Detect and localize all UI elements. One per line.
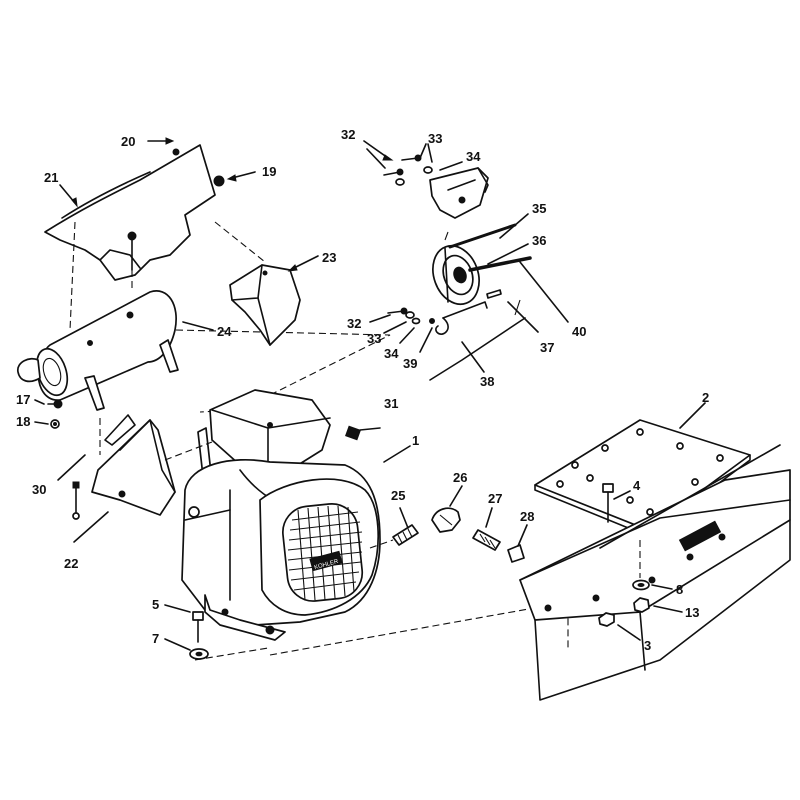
callout-2: 2 [702,390,709,405]
callout-40: 40 [572,324,586,339]
screw-17 [47,399,63,409]
bolt-5 [192,611,204,643]
belt-guide-bracket [429,167,489,219]
callout-23: 23 [322,250,336,265]
coupling-28 [507,544,525,563]
spring-rod-38 [435,301,488,335]
callout-28: 28 [520,509,534,524]
callout-7: 7 [152,631,159,646]
leader-37-line [514,299,521,316]
callout-35: 35 [532,201,546,216]
nipple-27 [472,529,501,551]
belt-40 [444,223,532,272]
bolt-22 [72,481,80,520]
callout-3: 3 [644,638,651,653]
nut-3 [598,612,615,627]
elbow-26 [431,507,461,533]
callout-34-top: 34 [466,149,481,164]
leader-fuel-dash [369,539,394,549]
callout-leaders [34,137,706,651]
leader-shield-23-dash [214,221,266,263]
pulley [432,244,480,306]
callout-1: 1 [412,433,419,448]
callout-18: 18 [16,414,30,429]
callout-labels: 20 19 21 23 24 31 1 17 18 30 22 5 7 25 2… [16,127,709,653]
engine-grill [282,503,364,602]
callout-25: 25 [391,488,405,503]
callout-24: 24 [217,324,232,339]
callout-22: 22 [64,556,78,571]
nut-13 [633,597,650,613]
muffler [17,290,179,411]
leader-washer-7-dash [194,647,269,661]
callout-5: 5 [152,597,159,612]
bolt-4 [602,483,614,523]
callout-32-lower: 32 [347,316,361,331]
callout-31: 31 [384,396,398,411]
key-37 [486,289,502,299]
frame-rails [519,444,791,701]
callout-21: 21 [44,170,58,185]
brand-plate [309,550,343,572]
callout-33-lower: 33 [367,331,381,346]
callout-33-top: 33 [428,131,442,146]
leader-engine-left-dash [164,441,213,461]
callout-13: 13 [685,605,699,620]
nipple-25 [392,524,419,546]
shroud-23 [229,264,301,346]
callout-37: 37 [540,340,554,355]
callout-30: 30 [32,482,46,497]
leader-21-dash [69,221,76,331]
hardware-32-33-top [383,154,433,186]
callout-8: 8 [676,582,683,597]
fitting-31 [345,425,361,441]
callout-19: 19 [262,164,276,179]
callout-26: 26 [453,470,467,485]
engine [181,389,381,641]
heat-shield [44,144,225,281]
mounting-plate [534,419,751,537]
callout-32-top: 32 [341,127,355,142]
callout-38: 38 [480,374,494,389]
bracket-22 [91,414,176,516]
hardware-32-33-34-39-lower [387,307,435,325]
washer-8 [632,579,650,591]
callout-36: 36 [532,233,546,248]
callout-27: 27 [488,491,502,506]
callout-17: 17 [16,392,30,407]
callout-4: 4 [633,478,641,493]
callout-20: 20 [121,134,135,149]
washer-18 [50,419,60,429]
callout-39: 39 [403,356,417,371]
callout-34-lower: 34 [384,346,399,361]
washer-7 [189,648,209,660]
